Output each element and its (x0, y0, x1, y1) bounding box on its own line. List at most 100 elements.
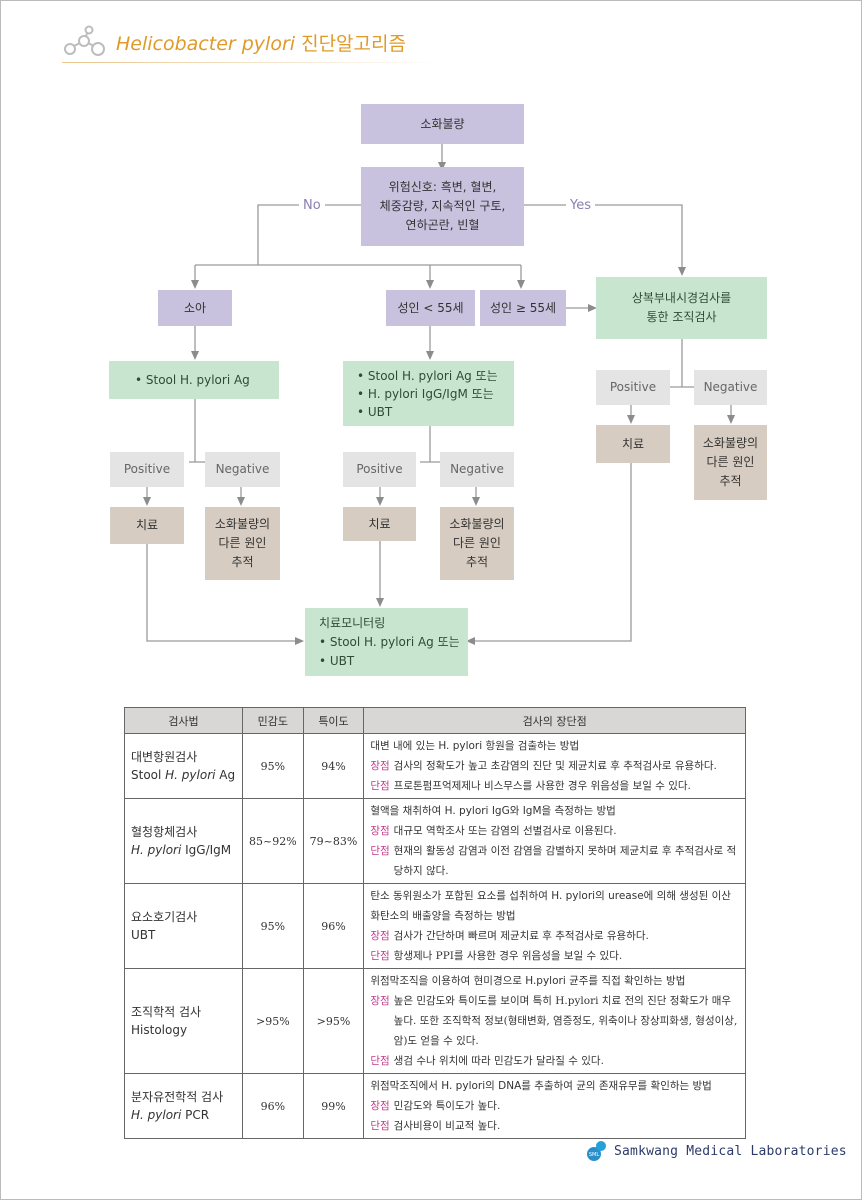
pros-tag: 장점 (370, 760, 390, 772)
method-korean: 조직학적 검사 (131, 1005, 202, 1019)
title-organism: Helicobacter pylori (116, 32, 296, 55)
header-pros-cons: 검사의 장단점 (363, 707, 746, 734)
node-adult-55-over: 성인 ≥ 55세 (480, 290, 566, 326)
cons-text: 생검 수나 위치에 따라 민감도가 달라질 수 있다. (393, 1055, 604, 1067)
method-description: 탄소 동위원소가 포함된 요소를 섭취하여 H. pylori의 urease에… (370, 890, 731, 922)
method-description: 위점막조직에서 H. pylori의 DNA를 추출하여 균의 존재유무를 확인… (370, 1080, 712, 1092)
sml-logo-icon: SML (587, 1141, 606, 1161)
node-biopsy-positive: Positive (596, 370, 670, 405)
node-child-other-cause: 소화불량의 다른 원인 추적 (205, 507, 280, 580)
cell-sensitivity: 95% (242, 883, 304, 969)
pros-tag: 장점 (370, 825, 390, 837)
pros-text: 높은 민감도와 특이도를 보이며 특히 H.pylori 치료 전의 진단 정확… (393, 995, 738, 1047)
header-method: 검사법 (124, 707, 243, 734)
method-korean: 혈청항체검사 (131, 825, 198, 839)
cell-method: 분자유전학적 검사 H. pylori PCR (124, 1073, 243, 1139)
node-child: 소아 (158, 290, 232, 326)
cons-tag: 단점 (370, 1120, 390, 1132)
cons-tag: 단점 (370, 780, 390, 792)
cell-sensitivity: 85~92% (242, 798, 304, 884)
node-biopsy-negative: Negative (694, 370, 767, 405)
node-treatment-monitoring: 치료모니터링 • Stool H. pylori Ag 또는 • UBT (305, 608, 468, 676)
cell-specificity: 96% (302, 883, 365, 969)
cell-pros-cons: 위점막조직을 이용하여 현미경으로 H.pylori 균주를 직접 확인하는 방… (363, 968, 746, 1074)
cell-specificity: 94% (302, 733, 365, 799)
node-child-treatment: 치료 (110, 507, 184, 544)
pros-tag: 장점 (370, 1100, 390, 1112)
table-row: 혈청항체검사 H. pylori IgG/IgM 85~92%79~83%혈액을 채… (124, 798, 746, 884)
cell-sensitivity: 96% (242, 1073, 304, 1139)
method-en-organism: H. pylori (131, 843, 182, 857)
cell-pros-cons: 탄소 동위원소가 포함된 요소를 섭취하여 H. pylori의 urease에… (363, 883, 746, 969)
header-sensitivity: 민감도 (242, 707, 304, 734)
cell-specificity: 79~83% (302, 798, 365, 884)
header-divider (62, 62, 442, 63)
node-adult-treatment: 치료 (343, 507, 416, 541)
company-logo: SML Samkwang Medical Laboratories (586, 1140, 847, 1162)
cell-pros-cons: 위점막조직에서 H. pylori의 DNA를 추출하여 균의 존재유무를 확인… (363, 1073, 746, 1139)
method-english: H. pylori PCR (131, 1106, 236, 1124)
method-en-post: IgG/IgM (181, 843, 232, 857)
cons-tag: 단점 (370, 950, 390, 962)
method-en-pre: Stool (131, 768, 166, 782)
node-endoscopy-biopsy: 상복부내시경검사를 통한 조직검사 (596, 277, 767, 339)
pros-text: 민감도와 특이도가 높다. (393, 1100, 501, 1112)
method-english: Stool H. pylori Ag (131, 766, 236, 784)
cell-specificity: >95% (302, 968, 365, 1074)
node-adult-positive: Positive (343, 452, 416, 487)
method-en-organism: H. pylori (131, 1108, 182, 1122)
method-korean: 분자유전학적 검사 (131, 1090, 224, 1104)
node-biopsy-other-cause: 소화불량의 다른 원인 추적 (694, 425, 767, 500)
title-suffix: 진단알고리즘 (295, 32, 406, 55)
page-header: Helicobacter pylori 진단알고리즘 (62, 22, 406, 62)
cons-tag: 단점 (370, 845, 390, 857)
label-yes: Yes (566, 198, 595, 213)
cell-sensitivity: 95% (242, 733, 304, 799)
method-en-post: Ag (215, 768, 236, 782)
cell-method: 혈청항체검사 H. pylori IgG/IgM (124, 798, 243, 884)
pros-tag: 장점 (370, 995, 390, 1007)
method-description: 대변 내에 있는 H. pylori 항원을 검출하는 방법 (370, 740, 580, 752)
node-child-positive: Positive (110, 452, 184, 487)
header-specificity: 특이도 (302, 707, 365, 734)
page-title: Helicobacter pylori 진단알고리즘 (116, 29, 406, 56)
node-adult-negative: Negative (440, 452, 514, 487)
cell-specificity: 99% (302, 1073, 365, 1139)
cons-text: 검사비용이 비교적 높다. (393, 1120, 501, 1132)
cell-method: 조직학적 검사 Histology (124, 968, 243, 1074)
company-name: Samkwang Medical Laboratories (614, 1143, 847, 1159)
node-biopsy-treatment: 치료 (596, 425, 670, 463)
node-adult-tests: • Stool H. pylori Ag 또는 • H. pylori IgG/… (343, 361, 514, 426)
cons-text: 프로톤펌프억제제나 비스무스를 사용한 경우 위음성을 보일 수 있다. (393, 780, 691, 792)
table-header-row: 검사법 민감도 특이도 검사의 장단점 (124, 707, 746, 734)
sml-logo-mark: SML (589, 1152, 599, 1158)
table-row: 분자유전학적 검사 H. pylori PCR 96%99% 위점막조직에서 H. p… (124, 1073, 746, 1139)
label-no: No (299, 198, 325, 213)
pros-text: 검사의 정확도가 높고 초감염의 진단 및 제균치료 후 추적검사로 유용하다. (393, 760, 717, 772)
method-english: H. pylori IgG/IgM (131, 841, 236, 859)
pros-text: 대규모 역학조사 또는 감염의 선별검사로 이용된다. (393, 825, 617, 837)
node-child-negative: Negative (205, 452, 280, 487)
method-english: UBT (131, 926, 236, 944)
method-description: 위점막조직을 이용하여 현미경으로 H.pylori 균주를 직접 확인하는 방… (370, 975, 686, 987)
method-en-pre: Histology (131, 1023, 188, 1037)
node-adult-under-55: 성인 < 55세 (386, 290, 475, 326)
molecule-icon (64, 25, 105, 56)
